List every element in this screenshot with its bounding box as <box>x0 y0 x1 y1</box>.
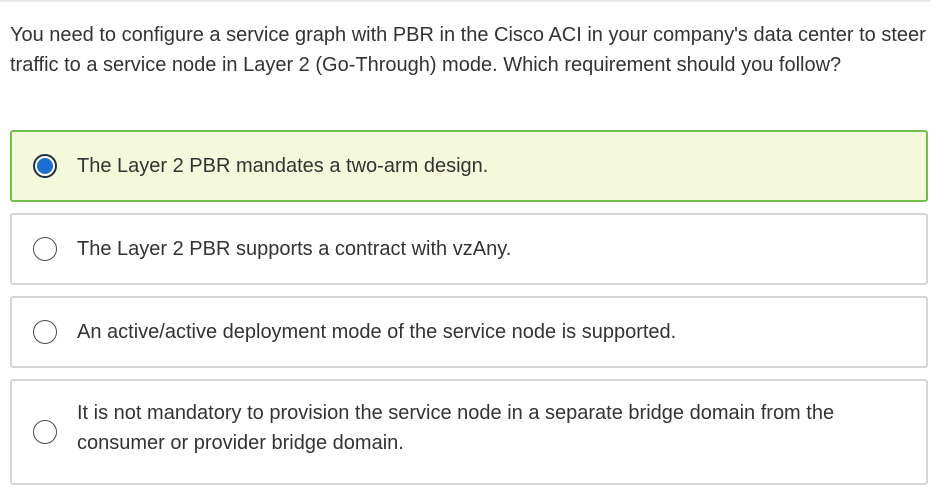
answer-option-2[interactable]: The Layer 2 PBR supports a contract with… <box>10 213 928 285</box>
radio-selected-icon[interactable] <box>33 154 57 178</box>
answer-option-label: The Layer 2 PBR mandates a two-arm desig… <box>77 155 489 177</box>
answer-option-3[interactable]: An active/active deployment mode of the … <box>10 296 928 368</box>
question-text: You need to configure a service graph wi… <box>10 24 926 76</box>
answer-option-4[interactable]: It is not mandatory to provision the ser… <box>10 379 928 485</box>
radio-unselected-icon[interactable] <box>33 237 57 261</box>
answer-option-1[interactable]: The Layer 2 PBR mandates a two-arm desig… <box>10 130 928 202</box>
answer-option-label: An active/active deployment mode of the … <box>77 321 677 343</box>
answer-option-label: The Layer 2 PBR supports a contract with… <box>77 238 512 260</box>
radio-unselected-icon[interactable] <box>33 420 57 444</box>
answer-options: The Layer 2 PBR mandates a two-arm desig… <box>10 130 928 496</box>
radio-unselected-icon[interactable] <box>33 320 57 344</box>
answer-option-label: It is not mandatory to provision the ser… <box>77 402 835 454</box>
top-divider <box>0 0 930 2</box>
